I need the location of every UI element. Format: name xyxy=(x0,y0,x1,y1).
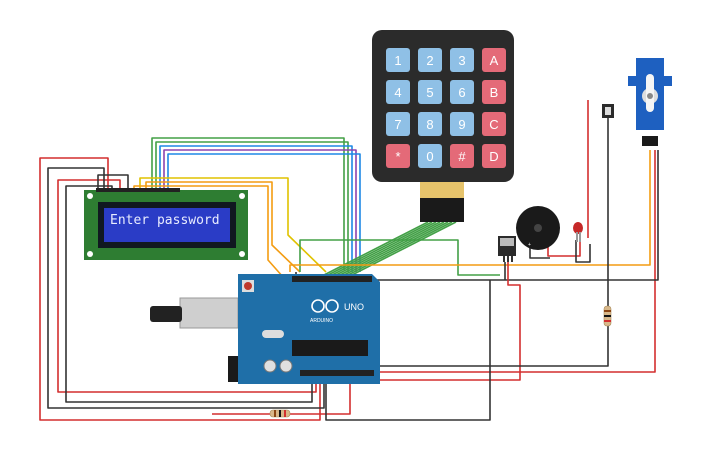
wire-blue-lcd-2 xyxy=(167,153,361,272)
keypad-key-label: 5 xyxy=(426,85,433,100)
keypad-key-5[interactable]: 5 xyxy=(418,80,442,104)
svg-text:ARDUINO: ARDUINO xyxy=(310,318,333,324)
wire-red-buzzer xyxy=(547,240,581,257)
usb-connector xyxy=(179,297,239,329)
keypad-key-label: 0 xyxy=(426,149,433,164)
piezo-buzzer[interactable]: + xyxy=(516,206,560,250)
wire-purple-lcd xyxy=(163,149,357,272)
keypad-key-label: 7 xyxy=(394,117,401,132)
pushbutton[interactable] xyxy=(602,104,614,118)
keypad-key-9[interactable]: 9 xyxy=(450,112,474,136)
wire-green-buzzer xyxy=(299,239,500,276)
keypad-key-label: B xyxy=(490,85,499,100)
wire-black-led xyxy=(575,240,591,263)
red-led[interactable] xyxy=(573,222,583,242)
resistor-right[interactable] xyxy=(603,305,612,327)
wire-green-lcd-2 xyxy=(155,141,349,272)
servo-motor[interactable] xyxy=(628,58,672,146)
lcd-screen xyxy=(104,208,230,242)
resistor-bottom[interactable] xyxy=(269,409,291,418)
capacitor-2 xyxy=(279,359,293,373)
wire-red-left-outer xyxy=(39,157,321,421)
keypad-key-star[interactable]: * xyxy=(386,144,410,168)
keypad-key-label: C xyxy=(489,117,498,132)
keypad-key-hash[interactable]: # xyxy=(450,144,474,168)
keypad-key-C[interactable]: C xyxy=(482,112,506,136)
arduino-logo xyxy=(311,299,339,313)
keypad-key-8[interactable]: 8 xyxy=(418,112,442,136)
wire-black-lcd xyxy=(97,174,129,190)
wire-black-button-2 xyxy=(364,322,609,367)
keypad-key-label: 2 xyxy=(426,53,433,68)
keypad-key-label: 1 xyxy=(394,53,401,68)
lcd-module: Enter password xyxy=(84,188,248,260)
arduino-uno: ARDUINO UNO xyxy=(150,274,380,384)
svg-text:+: + xyxy=(528,242,531,248)
keypad-key-label: 9 xyxy=(458,117,465,132)
wire-red-left-inner xyxy=(57,179,317,393)
keypad-key-label: 8 xyxy=(426,117,433,132)
crystal xyxy=(262,330,284,338)
keypad-key-label: # xyxy=(458,149,466,164)
keypad-key-0[interactable]: 0 xyxy=(418,144,442,168)
keypad-key-label: A xyxy=(490,53,499,68)
arduino-board xyxy=(238,274,380,384)
keypad-key-B[interactable]: B xyxy=(482,80,506,104)
atmega-chip xyxy=(292,340,368,356)
arduino-label: UNO xyxy=(344,302,364,312)
keypad-key-3[interactable]: 3 xyxy=(450,48,474,72)
keypad-key-1[interactable]: 1 xyxy=(386,48,410,72)
keypad-ribbon-wires xyxy=(321,221,457,277)
keypad-key-6[interactable]: 6 xyxy=(450,80,474,104)
wire-black-buzzer xyxy=(529,246,550,259)
keypad-ribbon xyxy=(420,182,464,198)
keypad-key-label: D xyxy=(489,149,498,164)
keypad-key-label: 3 xyxy=(458,53,465,68)
lcd-text: Enter password xyxy=(110,213,220,228)
wire-orange-servo xyxy=(289,150,651,272)
wire-orange-lcd-1 xyxy=(145,181,301,273)
keypad-key-D[interactable]: D xyxy=(482,144,506,168)
keypad-key-label: 6 xyxy=(458,85,465,100)
wire-black-bottom xyxy=(325,280,491,421)
wire-red-resistor xyxy=(212,378,351,415)
keypad-key-7[interactable]: 7 xyxy=(386,112,410,136)
wire-black-left-outer xyxy=(47,167,325,409)
capacitor-1 xyxy=(263,359,277,373)
gas-sensor xyxy=(498,236,516,262)
wire-blue-lcd-1 xyxy=(159,145,353,272)
wire-black-left-inner xyxy=(65,185,313,403)
analog-header xyxy=(300,370,374,376)
wire-green-lcd-1 xyxy=(151,137,345,270)
keypad-key-4[interactable]: 4 xyxy=(386,80,410,104)
keypad-key-A[interactable]: A xyxy=(482,48,506,72)
keypad[interactable]: 1 2 3 A 4 5 6 B 7 8 9 C * 0 # D xyxy=(372,30,514,222)
lcd-header-pins xyxy=(96,188,180,192)
digital-header xyxy=(292,276,372,282)
keypad-key-label: * xyxy=(395,149,400,164)
keypad-key-label: 4 xyxy=(394,85,401,100)
keypad-key-2[interactable]: 2 xyxy=(418,48,442,72)
